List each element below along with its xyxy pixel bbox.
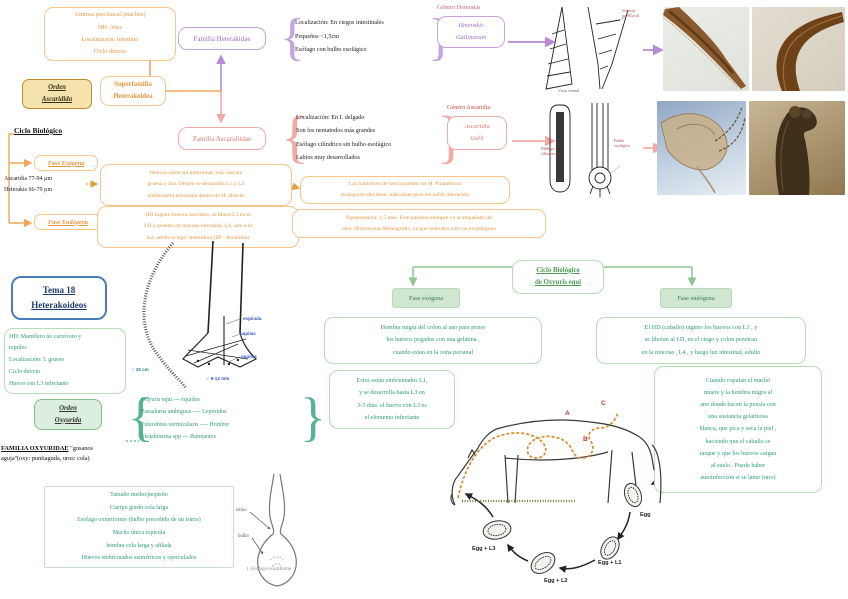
node-fase-endogena: Fase Endógena	[34, 214, 102, 230]
label-point-b: B	[583, 436, 588, 443]
node-orden-ascaridida: Orden Ascaridida	[22, 79, 92, 109]
label-hembra-10cm: ♀ 10 cm	[131, 367, 149, 372]
node-fase-exogena: Fase Exógena	[34, 155, 98, 171]
label-istmo: istmo	[236, 508, 247, 513]
text-familia-oxyuridae: FAMILIA OXYURIDAE "gusanos aguja''(oxy: …	[1, 434, 141, 464]
node-hd-caballo: El HD (caballo) ingiere los huevos con L…	[596, 317, 806, 364]
node-tema-18: Tema 18 Heterakoideos	[11, 276, 107, 320]
node-fase-endogena-oxyuris: Fase endógena	[660, 288, 732, 308]
text-familia-oxyuridae-rest: "gusanos aguja''(oxy: puntiaguda, uros: …	[1, 445, 94, 463]
micrograph-ascaridia-head-2	[749, 101, 845, 195]
node-ascaridia-galli: Ascaridia Galli	[447, 116, 507, 150]
sketch-heterakis-tails	[545, 6, 633, 90]
label-point-c: C	[601, 400, 606, 407]
micrograph-heterakis-tail-2	[752, 7, 845, 91]
label-egg-l1: Egg + L1	[598, 560, 622, 566]
label-point-a: A	[565, 410, 570, 417]
text-medidas-huevos: Ascaridia 77-94 µm Heterakis 66-79 µm	[4, 176, 53, 194]
node-fase-exogena-desc: Huevos salen sin embrionar, con cáscara …	[100, 164, 292, 206]
label-egg-l2: Egg + L2	[544, 578, 568, 584]
label-espicula: espícula	[243, 316, 262, 321]
node-copula-puesta: Cuando copulan el macho muere y la hembr…	[654, 366, 822, 493]
label-genero-ascaridia: Género Ascaridia	[447, 104, 491, 111]
node-fase-exogena-oxyuris: Fase exógena	[392, 288, 460, 308]
label-egg-l3: Egg + L3	[472, 546, 496, 552]
node-prepatencia: P.prepatencia: 1,5 mes. Este parásito si…	[292, 209, 546, 238]
label-papilas-1: papilas	[240, 331, 256, 336]
label-egg: Egg	[640, 512, 651, 518]
label-bulbo: bulbo	[238, 534, 249, 539]
label-papilas-2: papilas	[241, 354, 257, 359]
label-esofago-cilindrico-sketch: Esófago cilíndrico	[541, 146, 558, 157]
node-oxyurida-hd-info: HD: Mamífero no carnívoro y reptiles Loc…	[4, 328, 126, 394]
label-macho-9-12mm: ♂ 9-12 mm	[206, 376, 230, 381]
node-ascaridiidae-traits: Localización: En I. delgado Son los nema…	[296, 114, 392, 161]
node-heterakis-gallinarum: Heterakis Gallinarum	[437, 16, 505, 48]
node-fase-endogena-desc: HD ingiere huevos larvados, se libera L3…	[97, 206, 299, 248]
node-hospedadores-paratenicos: Las lombrices de tierra pueden ser H. Pa…	[300, 176, 510, 204]
node-oxyuridae-especies: Oxyuris equi --- équidos Passalurus ambi…	[141, 397, 230, 440]
micrograph-ascaridia-head-1	[657, 101, 746, 195]
caption-sketch-row1: Vista ventral	[558, 88, 580, 93]
text-familia-oxyuridae-bold: FAMILIA OXYURIDAE	[1, 445, 69, 453]
node-heterakidae-traits: Localización: En ciegos intestinales Peq…	[295, 19, 384, 54]
figure-horse-cycle	[450, 411, 662, 574]
node-familia-ascaridiidae: Familia Ascaridiidae	[178, 127, 266, 150]
label-bulbo-esofagico-sketch: Bulbo esofágico	[614, 138, 631, 149]
node-hembra-migra: Hembra migra del colon al ano para poner…	[324, 317, 542, 364]
node-huevos-embrionados: Estos están embrionados L1, y se desarro…	[329, 370, 455, 429]
figure-worm-male-tail	[142, 240, 258, 389]
node-oxyuridae-caracteristicas: Tamaño medio/pequeño Cuerpo gordo cola l…	[44, 486, 234, 568]
node-orden-oxyurida: Orden Oxyurida	[34, 399, 102, 430]
caption-esofago: 1 -Esófago oxiuriforme	[246, 567, 292, 572]
node-ventosa-traits: Ventosa precloacal (machos) HH: Aves Loc…	[44, 7, 176, 61]
label-ventosa-precloacal-sketch: Ventosa precloacal	[622, 8, 640, 19]
title-ciclo-biologico: Ciclo Biológico	[14, 126, 63, 135]
sketch-anterior-ends	[543, 103, 621, 197]
label-genero-heterakis: Género Heterakis	[437, 4, 481, 11]
micrograph-heterakis-tail-1	[663, 7, 749, 91]
node-familia-heterakidae: Familia Heterakidae	[178, 27, 266, 50]
node-superfamilia-heterakoidea: Superfamilia Heterakoidea	[100, 76, 166, 106]
node-ciclo-oxyuris-title: Ciclo Biológico de Oxyuris equi	[512, 260, 604, 294]
figure-esofago-oxiuriforme	[249, 473, 297, 587]
